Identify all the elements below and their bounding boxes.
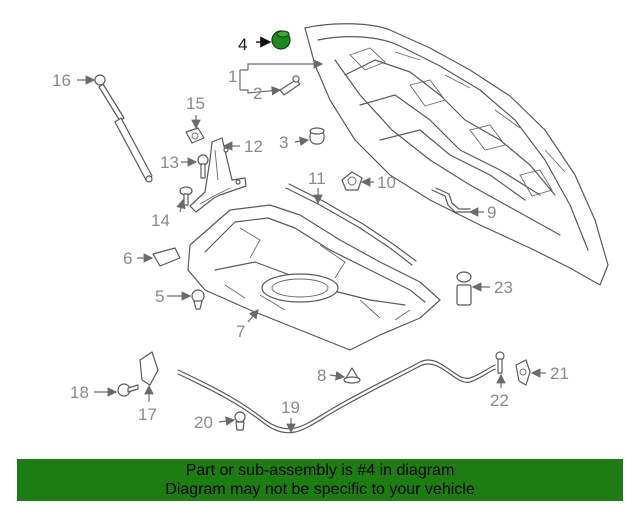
prop-rod-clip (431, 187, 471, 213)
parts-diagram: 1 2 3 4 5 6 7 8 9 10 11 12 13 14 15 16 1… (52, 23, 609, 434)
callout-17: 17 (138, 405, 157, 424)
callout-12: 12 (244, 137, 263, 156)
hood-insulator (187, 204, 441, 351)
insulator-bracket (152, 247, 181, 267)
insulator-retainer (191, 289, 205, 310)
callout-23: 23 (494, 278, 513, 297)
callout-9: 9 (487, 203, 496, 222)
callout-10: 10 (377, 173, 396, 192)
callout-18: 18 (70, 383, 89, 402)
hood-stop-grommet (341, 171, 363, 191)
hood-lift-support (94, 74, 153, 183)
release-bolt (117, 383, 139, 397)
callout-20: 20 (194, 413, 213, 432)
callout-6: 6 (123, 249, 132, 268)
callout-8: 8 (317, 366, 326, 385)
callout-3: 3 (279, 133, 288, 152)
callout-4: 4 (238, 35, 247, 54)
hood-latch (456, 271, 472, 306)
callout-2: 2 (253, 84, 262, 103)
banner-line-disclaimer: Diagram may not be specific to your vehi… (165, 481, 475, 498)
cable-retainer (343, 367, 361, 384)
release-cable (177, 359, 496, 434)
callout-19: 19 (281, 398, 300, 417)
hood-weatherstrip (285, 183, 417, 266)
hood-panel (304, 23, 609, 286)
hood-grommet (185, 127, 205, 144)
callout-21: 21 (550, 364, 569, 383)
callout-1: 1 (228, 67, 237, 86)
callout-5: 5 (155, 287, 164, 306)
cable-clip (234, 411, 246, 431)
latch-stud (495, 351, 505, 374)
hinge-bolt (197, 154, 209, 179)
hood-striker (515, 359, 531, 386)
callout-14: 14 (151, 211, 170, 230)
release-handle-bracket (139, 351, 159, 386)
leader-lines (77, 36, 546, 434)
callout-22: 22 (490, 391, 509, 410)
callout-13: 13 (160, 153, 179, 172)
info-banner: Part or sub-assembly is #4 in diagram Di… (17, 459, 623, 501)
banner-line-part: Part or sub-assembly is #4 in diagram (185, 462, 455, 479)
callout-15: 15 (186, 94, 205, 113)
callout-16: 16 (52, 71, 71, 90)
hinge-mount-bolt (179, 186, 193, 206)
callout-11: 11 (308, 169, 326, 188)
highlighted-part-4 (271, 30, 291, 50)
hood-bumper (309, 127, 325, 145)
hood-pin (279, 75, 301, 96)
callout-7: 7 (236, 322, 245, 341)
hood-hinge (189, 137, 247, 213)
